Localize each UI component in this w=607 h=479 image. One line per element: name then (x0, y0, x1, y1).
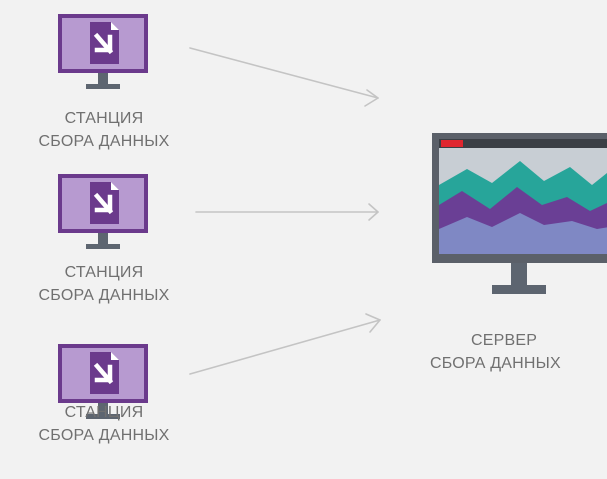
station-node-3: СТАНЦИЯ СБОРА ДАННЫХ (0, 330, 210, 479)
station-label-line1: СТАНЦИЯ (64, 110, 144, 127)
server-label-line1: СЕРВЕР (471, 332, 538, 349)
server-label-line2: СБОРА ДАННЫХ (430, 355, 561, 372)
station-label-line1: СТАНЦИЯ (64, 404, 144, 421)
server-label: СЕРВЕР СБОРА ДАННЫХ (413, 329, 600, 375)
station-label-line2: СБОРА ДАННЫХ (38, 427, 170, 444)
arrowhead-1-icon (364, 89, 379, 107)
arrowhead-2-icon (368, 203, 379, 221)
station-label-line1: СТАНЦИЯ (64, 264, 144, 281)
station-node-2: СТАНЦИЯ СБОРА ДАННЫХ (0, 160, 210, 320)
server-node: СЕРВЕР СБОРА ДАННЫХ (420, 125, 607, 385)
monitor-download-icon (58, 344, 148, 419)
station-label: СТАНЦИЯ СБОРА ДАННЫХ (9, 401, 199, 447)
monitor-download-icon (58, 14, 148, 89)
arrowhead-3-icon (365, 313, 381, 333)
station-label: СТАНЦИЯ СБОРА ДАННЫХ (9, 261, 199, 307)
arrow-line-3 (189, 319, 381, 375)
monitor-download-icon (58, 174, 148, 249)
arrow-line-1 (189, 47, 379, 99)
station-node-1: СТАНЦИЯ СБОРА ДАННЫХ (0, 0, 210, 160)
station-label-line2: СБОРА ДАННЫХ (38, 287, 170, 304)
station-label-line2: СБОРА ДАННЫХ (38, 133, 170, 150)
station-label: СТАНЦИЯ СБОРА ДАННЫХ (9, 107, 199, 153)
monitor-chart-icon (432, 133, 607, 294)
